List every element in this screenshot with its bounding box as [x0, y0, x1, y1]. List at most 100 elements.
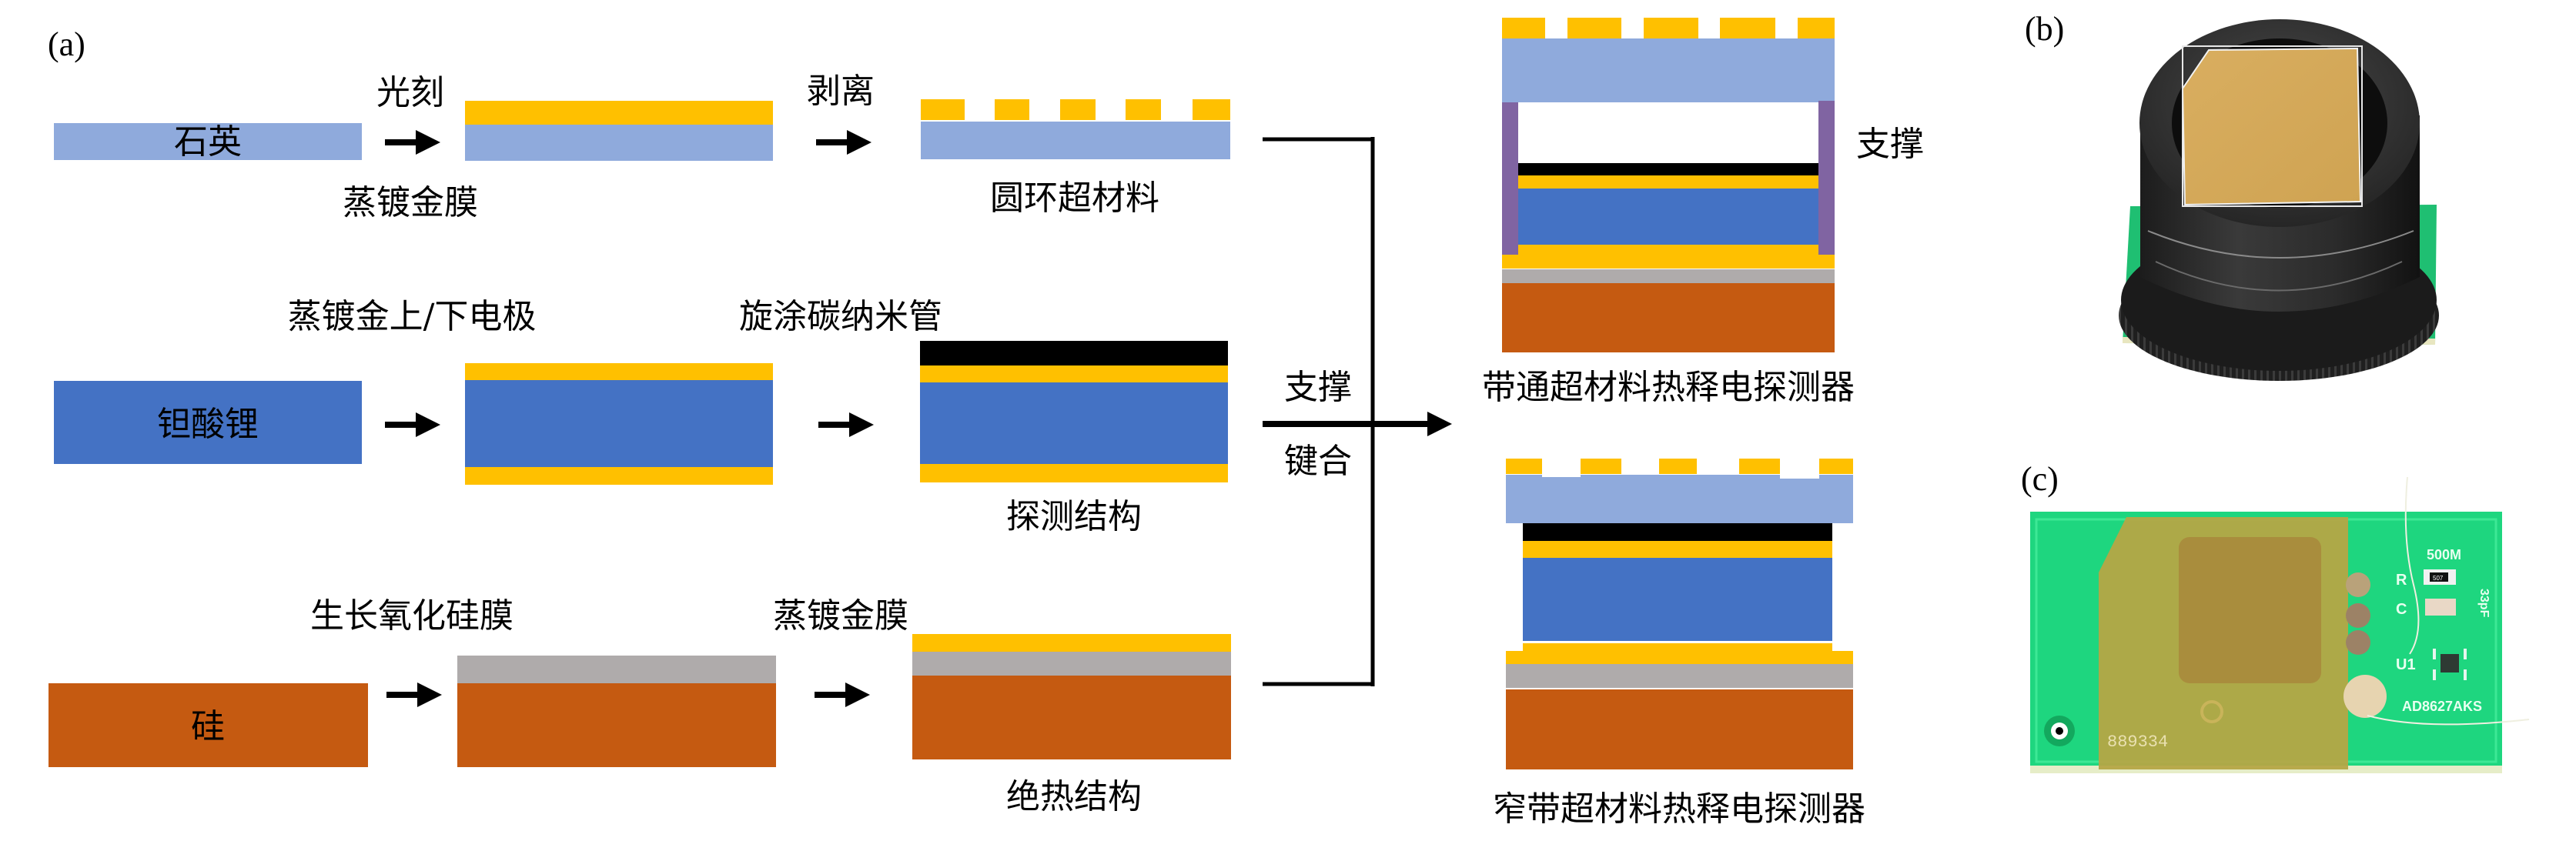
- solder-pad: [2343, 675, 2387, 718]
- pcb-detector-photo: 889334 507 500M R C U1 AD8627AKS 33pF: [2030, 476, 2530, 773]
- sio2-layer: [457, 656, 776, 683]
- bandpass-detector: 支撑 带通超材料热释电探测器: [1482, 18, 1924, 407]
- quartz-substrate: [54, 123, 362, 160]
- step-evaporate-gold-label: 蒸镀金膜: [343, 183, 478, 222]
- silicon-layer: [912, 676, 1231, 759]
- litao3-layer: [1518, 189, 1818, 245]
- resistor-value-silk: 500M: [2427, 547, 2461, 562]
- gold-pad: [1506, 459, 1542, 474]
- support-pillar: [1502, 102, 1518, 255]
- panel-c-label: (c): [2021, 460, 2059, 498]
- gold-film-layer: [465, 101, 773, 125]
- quartz-layer: [1506, 475, 1853, 523]
- step-lithography-label: 光刻: [376, 73, 444, 112]
- gold-pad: [1720, 18, 1775, 38]
- step-spin-coat-cnt-label: 旋涂碳纳米管: [739, 297, 942, 336]
- silicon-layer: [1502, 283, 1835, 352]
- detection-structure: [920, 341, 1228, 482]
- solder-pad: [2346, 572, 2370, 597]
- wire: [2404, 476, 2420, 655]
- capacitor: [2425, 599, 2456, 616]
- gold-pad: [1581, 459, 1621, 474]
- silicon-with-sio2: [457, 656, 776, 767]
- sensitive-element: [2179, 537, 2321, 683]
- solder-pad: [2346, 630, 2370, 655]
- lithium-tantalate-substrate: [54, 381, 362, 464]
- sio2-layer: [1502, 269, 1835, 283]
- row-quartz: 石英 光刻 蒸镀金膜 剥离 圆环超材料: [54, 72, 1230, 222]
- quartz-layer: [1502, 38, 1835, 102]
- gold-pad: [1659, 459, 1697, 474]
- bottom-electrode: [465, 467, 773, 485]
- quartz-layer: [921, 122, 1230, 159]
- gold-pad: [1798, 18, 1835, 38]
- cnt-layer: [920, 341, 1228, 365]
- detection-structure-label: 探测结构: [1006, 497, 1142, 536]
- silicon-label: 硅: [191, 707, 225, 746]
- litao3-layer: [1523, 558, 1832, 641]
- lithium-tantalate-label: 钽酸锂: [157, 405, 259, 444]
- sio2-layer: [1506, 664, 1853, 688]
- gold-pad: [1193, 99, 1230, 120]
- narrowband-detector-title: 窄带超材料热释电探测器: [1493, 789, 1865, 829]
- litao3-with-electrodes: [465, 363, 773, 485]
- merge-bracket: 支撑 键合: [1263, 137, 1452, 686]
- cnt-layer: [1523, 523, 1832, 541]
- quartz-layer: [465, 125, 773, 161]
- row-silicon: 生长氧化硅膜 蒸镀金膜 硅 绝热结构: [49, 596, 1231, 816]
- step-evaporate-gold-label-2: 蒸镀金膜: [773, 596, 908, 636]
- solder-pad: [2346, 603, 2370, 628]
- silicon-layer: [457, 683, 776, 767]
- panel-a-label: (a): [48, 25, 85, 63]
- capacitor-value-silk: 33pF: [2477, 589, 2491, 618]
- top-electrode: [920, 365, 1228, 382]
- wire: [2367, 715, 2530, 726]
- sio2-layer: [912, 652, 1231, 676]
- cnt-layer: [1518, 163, 1818, 175]
- gold-pad: [921, 99, 965, 120]
- gold-pad: [1126, 99, 1161, 120]
- gold-pad: [1567, 18, 1621, 38]
- gold-pad: [1644, 18, 1698, 38]
- gold-layer: [912, 634, 1231, 652]
- top-electrode: [465, 363, 773, 380]
- step-electrodes-label: 蒸镀金上/下电极: [288, 297, 537, 336]
- panel-b-label: (b): [2025, 10, 2064, 48]
- pcb-serial-text: 889334: [2107, 733, 2168, 752]
- gold-metamaterial-chip: [2181, 47, 2362, 206]
- gold-pad: [1739, 459, 1780, 474]
- gold-bond-layer: [1506, 651, 1853, 664]
- step-grow-sio2-label: 生长氧化硅膜: [310, 596, 514, 636]
- gold-pad: [1502, 18, 1545, 38]
- bottom-electrode: [1523, 643, 1832, 652]
- quartz-label: 石英: [174, 122, 242, 162]
- narrowband-detector: 窄带超材料热释电探测器: [1493, 459, 1865, 829]
- bonding-label: 键合: [1284, 442, 1352, 481]
- silicon-substrate: [49, 683, 368, 767]
- ring-metamaterial: [921, 99, 1230, 159]
- ic-chip: [2441, 654, 2459, 672]
- bottom-electrode: [1502, 245, 1835, 269]
- gold-pad: [995, 99, 1029, 120]
- thermal-insulation-structure: [912, 634, 1231, 759]
- litao3-layer: [465, 380, 773, 467]
- gold-pad: [1819, 459, 1853, 474]
- top-electrode: [1518, 175, 1818, 189]
- ic-part-silk: AD8627AKS: [2402, 699, 2482, 714]
- ic-ref-silk: U1: [2396, 656, 2416, 673]
- gold-pad: [1060, 99, 1096, 120]
- quartz-with-gold-film: [465, 101, 773, 161]
- bottom-electrode: [920, 464, 1228, 482]
- support-label: 支撑: [1284, 368, 1352, 407]
- support-pillar: [1818, 101, 1835, 255]
- resistor-marking: 507: [2433, 575, 2444, 582]
- top-electrode: [1523, 541, 1832, 558]
- packaged-detector-photo: [2119, 19, 2439, 381]
- silicon-layer: [1506, 689, 1853, 769]
- ring-metamaterial-label: 圆环超材料: [990, 179, 1159, 218]
- resistor-ref-silk: R: [2396, 572, 2407, 589]
- litao3-layer: [920, 382, 1228, 464]
- thermal-insulation-label: 绝热结构: [1006, 777, 1142, 816]
- support-pillar-label: 支撑: [1856, 125, 1924, 164]
